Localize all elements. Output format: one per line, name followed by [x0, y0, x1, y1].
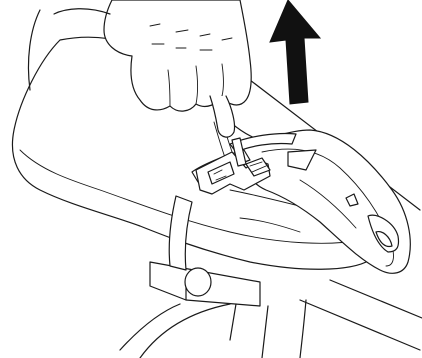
up-arrow-icon: [270, 0, 320, 104]
pedal-stem: [120, 262, 306, 358]
